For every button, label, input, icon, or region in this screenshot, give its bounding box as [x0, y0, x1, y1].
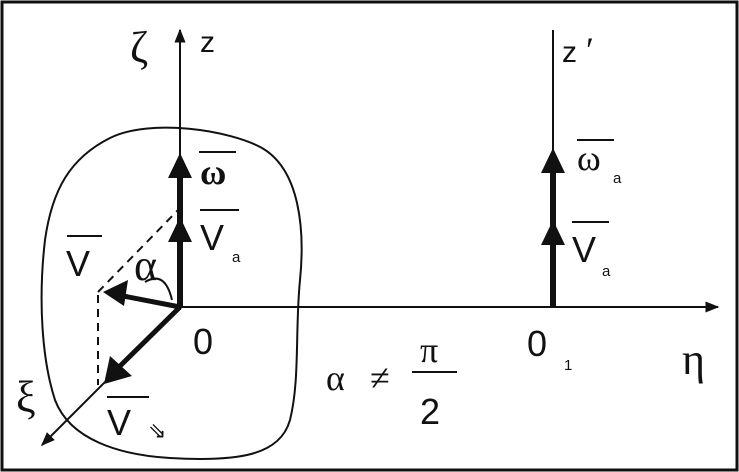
z-prime-label: z: [562, 36, 577, 69]
origin1-subscript: 1: [564, 357, 572, 374]
omega-a-arrowhead: [541, 148, 565, 173]
va-right-label: V: [572, 229, 596, 270]
eta-label: η: [682, 335, 705, 384]
zeta-label: ζ: [130, 23, 148, 72]
alpha-arc: [144, 277, 173, 301]
v-perp-arrowhead: [104, 356, 132, 384]
omega-label: ω: [200, 152, 226, 192]
v-arrowhead: [103, 280, 128, 306]
omega-arrowhead: [168, 153, 192, 178]
v-label: V: [66, 243, 90, 284]
va-right-arrowhead: [541, 220, 565, 245]
rigid-body-outline: [40, 126, 303, 461]
alpha-label: α: [134, 241, 157, 290]
dashed-line-v-to-va: [97, 207, 181, 293]
va-subscript: a: [232, 249, 241, 266]
z-prime-mark: ′: [586, 30, 594, 70]
z-label: z: [200, 26, 215, 59]
condition-pi: π: [420, 330, 438, 370]
condition-neq: ≠: [370, 358, 390, 398]
v-bottom-subscript: ⇘: [148, 418, 166, 443]
va-right-subscript: a: [602, 263, 611, 280]
origin1-label: 0: [527, 323, 547, 364]
v-vector-shaft: [117, 292, 181, 310]
condition-two: 2: [420, 391, 440, 432]
v-bottom-label: V: [107, 402, 131, 443]
condition-alpha: α: [326, 358, 345, 398]
va-arrowhead: [168, 217, 192, 242]
origin-label: 0: [193, 321, 213, 362]
xi-label: ξ: [16, 373, 36, 422]
v-perp-vector-shaft: [116, 305, 182, 370]
va-label: V: [200, 217, 224, 258]
omega-a-subscript: a: [613, 170, 622, 187]
omega-a-label: ω: [577, 138, 601, 178]
